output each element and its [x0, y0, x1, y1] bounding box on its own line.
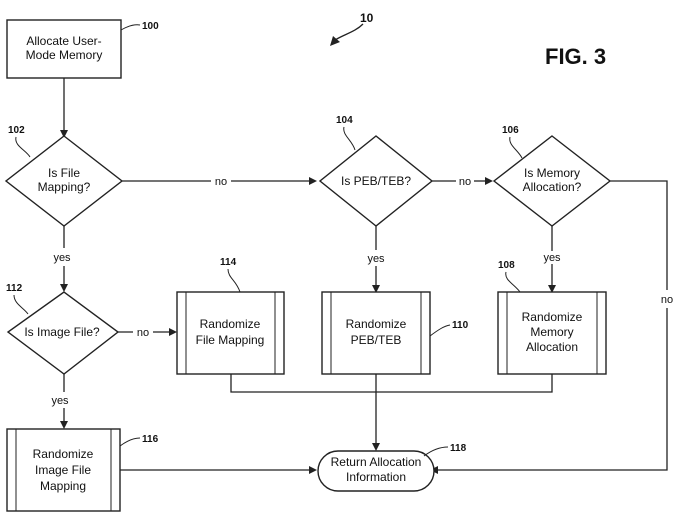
- edge-label-102-104: no: [215, 176, 227, 188]
- svg-text:PEB/TEB: PEB/TEB: [351, 333, 402, 347]
- edge-label-106-118: no: [661, 294, 673, 306]
- edge-104-110: [372, 226, 380, 293]
- node-112-is-image-file: Is Image File?: [6, 291, 120, 375]
- svg-text:100: 100: [142, 21, 159, 32]
- edge-100-102: [60, 78, 68, 138]
- svg-text:File Mapping: File Mapping: [196, 333, 265, 347]
- svg-text:Allocate User-: Allocate User-: [26, 34, 101, 48]
- node-102-ref: 102: [8, 125, 31, 158]
- svg-text:Is File: Is File: [48, 166, 80, 180]
- edge-label-104-110: yes: [367, 253, 385, 265]
- node-108-ref: 108: [498, 260, 521, 293]
- svg-text:Is PEB/TEB?: Is PEB/TEB?: [341, 174, 411, 188]
- edge-label-102-112: yes: [53, 252, 71, 264]
- svg-text:Image File: Image File: [35, 463, 91, 477]
- svg-text:112: 112: [6, 283, 23, 294]
- edge-112-116: [60, 374, 68, 429]
- node-104-is-peb-teb: Is PEB/TEB?: [318, 135, 434, 227]
- svg-text:108: 108: [498, 260, 515, 271]
- node-106-ref: 106: [502, 125, 523, 159]
- node-114-ref: 114: [220, 257, 241, 293]
- svg-text:114: 114: [220, 257, 237, 268]
- node-112-ref: 112: [6, 283, 29, 315]
- svg-text:110: 110: [452, 320, 469, 331]
- edge-merge-to-118: [230, 374, 553, 451]
- svg-text:Information: Information: [346, 470, 406, 484]
- edge-label-106-108: yes: [543, 252, 561, 264]
- svg-text:Memory: Memory: [530, 325, 573, 339]
- node-104-ref: 104: [336, 115, 356, 151]
- svg-text:104: 104: [336, 115, 353, 126]
- edge-102-104: [122, 177, 317, 185]
- svg-text:116: 116: [142, 434, 159, 445]
- edge-116-118: [120, 466, 317, 474]
- node-118-ref: 118: [423, 443, 467, 457]
- figure-title: FIG. 3: [545, 44, 606, 69]
- figure-ref-label: 10: [360, 11, 374, 25]
- svg-text:Randomize: Randomize: [33, 447, 94, 461]
- svg-text:Randomize: Randomize: [200, 317, 261, 331]
- svg-text:Mapping: Mapping: [40, 479, 86, 493]
- svg-text:Is Image File?: Is Image File?: [24, 325, 100, 339]
- node-118-return-allocation-information: Return Allocation Information: [317, 450, 435, 492]
- edge-label-112-116: yes: [51, 395, 69, 407]
- figure-ref-arrow: [330, 23, 364, 46]
- svg-text:Mode Memory: Mode Memory: [26, 48, 103, 62]
- svg-text:Allocation?: Allocation?: [523, 180, 582, 194]
- svg-text:102: 102: [8, 125, 25, 136]
- node-108-randomize-memory-allocation: Randomize Memory Allocation: [497, 291, 607, 375]
- svg-text:118: 118: [450, 443, 467, 454]
- node-116-ref: 116: [119, 434, 159, 447]
- edge-label-112-114: no: [137, 327, 149, 339]
- node-110-ref: 110: [429, 320, 469, 337]
- edge-106-108: [548, 226, 556, 293]
- svg-text:Allocation: Allocation: [526, 340, 578, 354]
- node-100-allocate-user-mode-memory: Allocate User- Mode Memory: [6, 19, 122, 79]
- svg-text:Mapping?: Mapping?: [38, 180, 91, 194]
- edge-labels: no no no no yes yes yes yes: [51, 176, 673, 407]
- svg-text:106: 106: [502, 125, 519, 136]
- edge-label-104-106: no: [459, 176, 471, 188]
- flow-edges: [60, 78, 668, 474]
- svg-text:Randomize: Randomize: [522, 310, 583, 324]
- node-110-randomize-peb-teb: Randomize PEB/TEB: [321, 291, 431, 375]
- node-106-is-memory-allocation: Is Memory Allocation?: [492, 135, 612, 227]
- svg-text:Is Memory: Is Memory: [524, 166, 580, 180]
- node-102-is-file-mapping: Is File Mapping?: [4, 135, 124, 227]
- edge-102-112: [60, 226, 68, 292]
- node-114-randomize-file-mapping: Randomize File Mapping: [176, 291, 285, 375]
- node-100-ref: 100: [120, 21, 159, 32]
- svg-text:Randomize: Randomize: [346, 317, 407, 331]
- node-116-randomize-image-file-mapping: Randomize Image File Mapping: [6, 428, 121, 512]
- edge-104-106: [432, 177, 493, 185]
- svg-text:Return Allocation: Return Allocation: [331, 455, 422, 469]
